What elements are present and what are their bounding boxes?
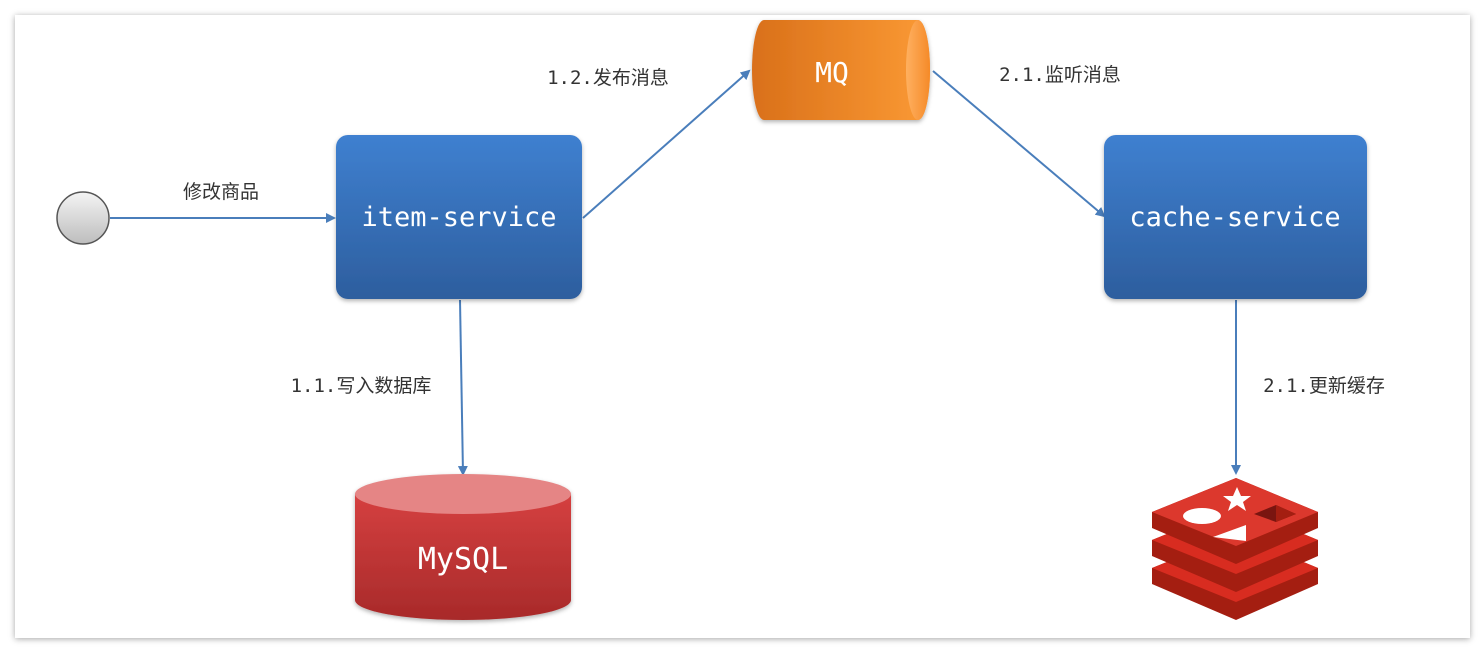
- edge-publish-msg: [582, 69, 751, 219]
- cache-service-node: [1104, 135, 1367, 299]
- mysql-node: [355, 474, 571, 620]
- label-update-cache: 2.1.更新缓存: [1263, 375, 1385, 397]
- redis-icon: [1152, 478, 1318, 620]
- edges: [110, 69, 1241, 476]
- label-listen-msg: 2.1.监听消息: [999, 64, 1121, 86]
- label-modify-item: 修改商品: [183, 181, 259, 203]
- mq-label: MQ: [815, 56, 849, 89]
- mysql-label: MySQL: [418, 542, 508, 577]
- item-service-label: item-service: [361, 202, 556, 233]
- label-publish-msg: 1.2.发布消息: [547, 67, 669, 89]
- label-write-db: 1.1.写入数据库: [291, 375, 432, 397]
- item-service-node: [336, 135, 582, 299]
- mq-node: [752, 20, 930, 120]
- edge-listen-msg: [932, 70, 1106, 218]
- start-node: [56, 191, 110, 245]
- edge-write-db: [457, 299, 468, 476]
- cache-service-label: cache-service: [1129, 202, 1340, 233]
